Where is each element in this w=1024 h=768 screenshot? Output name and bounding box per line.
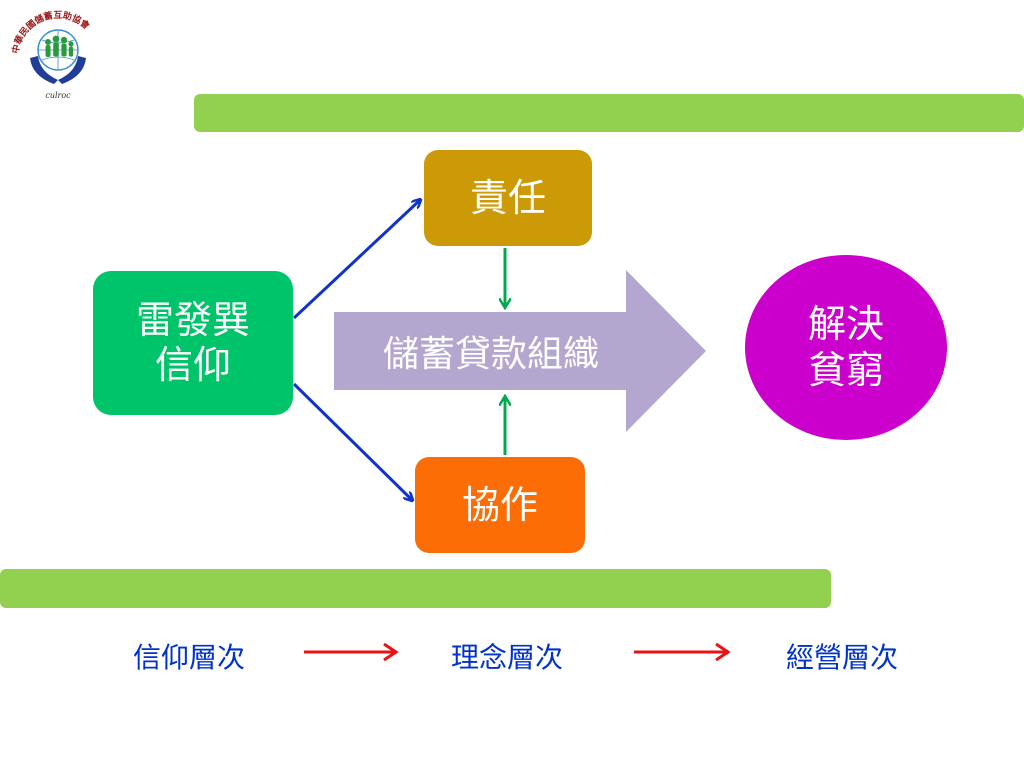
faith-box: 雷發巽 信仰 bbox=[93, 271, 293, 415]
cooperation-label: 協作 bbox=[461, 482, 538, 527]
logo-graphic: 中華民國儲蓄互助協會 culroc bbox=[9, 9, 93, 100]
level-operation: 經營層次 bbox=[786, 641, 899, 674]
outcome-label: 解決 貧窮 bbox=[807, 301, 884, 392]
organization-arrow bbox=[330, 268, 710, 434]
level-faith: 信仰層次 bbox=[133, 641, 246, 674]
level-arrow-2 bbox=[634, 642, 731, 662]
responsibility-box: 責任 bbox=[424, 150, 592, 246]
bottom-green-bar bbox=[0, 569, 831, 608]
outcome-circle: 解決 貧窮 bbox=[745, 255, 947, 440]
responsibility-label: 責任 bbox=[469, 175, 546, 220]
svg-text:culroc: culroc bbox=[45, 91, 71, 100]
organization-arrow-shape bbox=[334, 270, 706, 432]
top-green-bar bbox=[194, 94, 1024, 132]
organization-logo: 中華民國儲蓄互助協會 culroc bbox=[4, 6, 112, 100]
level-arrow-1 bbox=[304, 642, 399, 662]
cooperation-box: 協作 bbox=[415, 457, 585, 553]
level-concept: 理念層次 bbox=[451, 641, 564, 674]
organization-label: 儲蓄貸款組織 bbox=[382, 334, 599, 375]
faith-label: 雷發巽 信仰 bbox=[135, 298, 250, 387]
